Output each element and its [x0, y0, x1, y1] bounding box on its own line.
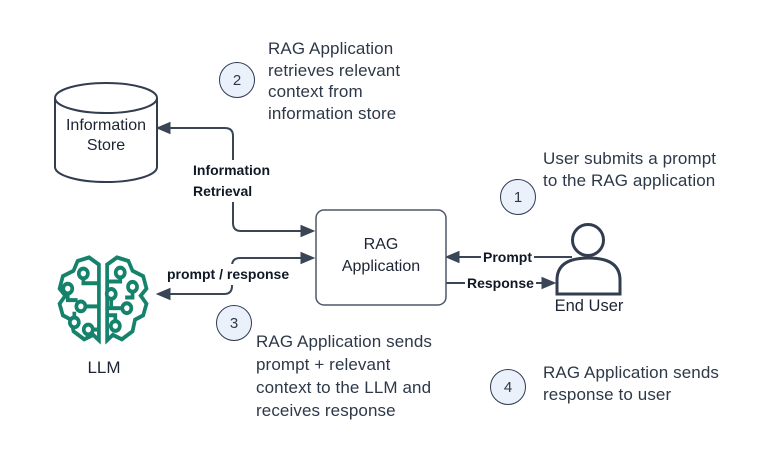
prompt-edge-label: Prompt: [481, 247, 534, 268]
database-cylinder-icon: [54, 82, 158, 183]
step-4-marker: 4: [490, 369, 526, 405]
rag-application-box: [315, 209, 447, 306]
information-retrieval-edge-label: Information Retrieval: [191, 160, 272, 202]
step-1-marker: 1: [500, 179, 536, 215]
arrow-head: [300, 224, 316, 238]
arrow-head: [444, 250, 460, 264]
information-store-label: Information Store: [65, 117, 147, 154]
llm-brain-icon: [57, 255, 149, 345]
step-2-marker: 2: [219, 62, 255, 98]
rag-application-label: RAG Application: [341, 236, 421, 275]
arrow-head: [300, 251, 316, 265]
step-4-annotation: RAG Application sends response to user: [543, 363, 719, 404]
end-user-person-icon: [555, 223, 622, 296]
end-user-label: End User: [554, 297, 624, 315]
step-1-annotation: User submits a prompt to the RAG applica…: [543, 149, 717, 190]
step-2-annotation: RAG Application retrieves relevant conte…: [268, 39, 401, 123]
arrow-head: [541, 276, 557, 290]
llm-label: LLM: [87, 358, 121, 377]
prompt-response-edge-label: prompt / response: [165, 264, 292, 285]
step-3-marker: 3: [216, 305, 252, 341]
response-edge-label: Response: [465, 273, 536, 294]
arrow-head: [155, 287, 171, 301]
step-3-annotation: RAG Application sends prompt + relevant …: [256, 332, 432, 420]
arrow-head: [155, 121, 171, 135]
